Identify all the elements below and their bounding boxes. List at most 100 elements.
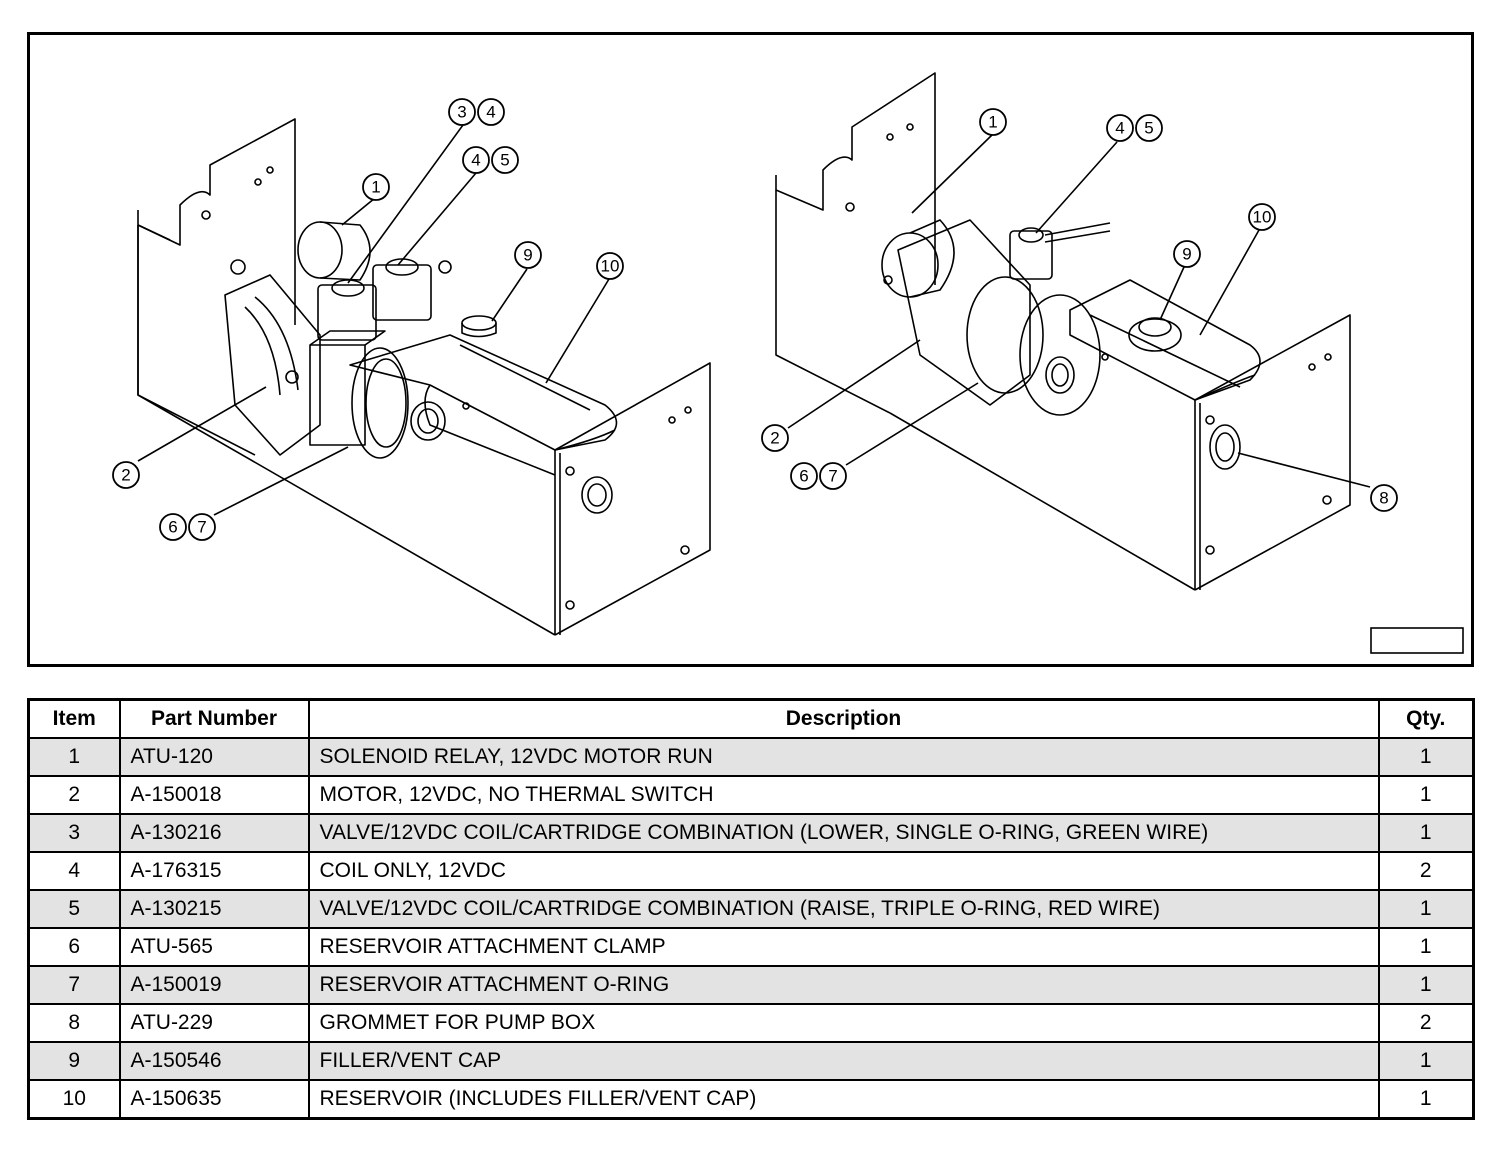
left-coil-a [317, 284, 377, 341]
exploded-diagram: 1 3 4 4 5 9 10 2 6 7 1 4 5 10 9 2 6 7 8 [112, 72, 1464, 654]
cell-item: 1 [27, 737, 121, 777]
cell-qty: 1 [1377, 889, 1475, 929]
cell-qty: 1 [1377, 1079, 1475, 1120]
callout-left-9: 9 [514, 241, 542, 269]
svg-text:5: 5 [1144, 119, 1153, 138]
cell-qty: 1 [1377, 965, 1475, 1005]
cell-item: 6 [27, 927, 121, 967]
svg-text:7: 7 [828, 467, 837, 486]
cell-description: GROMMET FOR PUMP BOX [307, 1003, 1380, 1043]
cell-description: FILLER/VENT CAP [307, 1041, 1380, 1081]
callout-right-8: 8 [1370, 484, 1398, 512]
cell-qty: 1 [1377, 775, 1475, 815]
callout-right-2: 2 [761, 424, 789, 452]
callout-right-5: 5 [1135, 114, 1163, 142]
cell-part-number: A-130215 [118, 889, 310, 929]
left-coil-b [372, 264, 432, 321]
cell-description: MOTOR, 12VDC, NO THERMAL SWITCH [307, 775, 1380, 815]
svg-text:5: 5 [500, 151, 509, 170]
cell-part-number: A-130216 [118, 813, 310, 853]
callout-left-4a: 4 [477, 98, 505, 126]
svg-text:6: 6 [799, 467, 808, 486]
cell-description: SOLENOID RELAY, 12VDC MOTOR RUN [307, 737, 1380, 777]
right-pump-assembly [775, 72, 1351, 591]
cell-part-number: A-150546 [118, 1041, 310, 1081]
cell-description: RESERVOIR ATTACHMENT O-RING [307, 965, 1380, 1005]
svg-text:4: 4 [471, 151, 480, 170]
left-end-plate [554, 362, 711, 636]
cell-part-number: ATU-565 [118, 927, 310, 967]
right-view-callouts: 1 4 5 10 9 2 6 7 8 [761, 108, 1398, 512]
svg-text:9: 9 [1182, 245, 1191, 264]
left-pump-box [137, 225, 556, 636]
left-valve-block [309, 344, 366, 446]
header-part-number: Part Number [118, 698, 310, 739]
right-pump-box [775, 190, 891, 414]
right-back-plate [775, 72, 936, 285]
header-description: Description [307, 698, 1380, 739]
cell-part-number: ATU-229 [118, 1003, 310, 1043]
cell-qty: 1 [1377, 737, 1475, 777]
cell-description: VALVE/12VDC COIL/CARTRIDGE COMBINATION (… [307, 889, 1380, 929]
cell-part-number: A-176315 [118, 851, 310, 891]
callout-left-4b: 4 [462, 146, 490, 174]
right-coil [1009, 230, 1053, 280]
header-qty: Qty. [1377, 698, 1475, 739]
right-reservoir [1069, 279, 1261, 401]
cell-description: VALVE/12VDC COIL/CARTRIDGE COMBINATION (… [307, 813, 1380, 853]
right-filler-cap [1128, 318, 1182, 352]
cell-qty: 1 [1377, 1041, 1475, 1081]
cell-item: 8 [27, 1003, 121, 1043]
callout-right-10: 10 [1248, 203, 1276, 231]
callout-left-5: 5 [491, 146, 519, 174]
cell-part-number: A-150018 [118, 775, 310, 815]
callout-left-10: 10 [596, 252, 624, 280]
callout-right-4: 4 [1106, 114, 1134, 142]
cell-item: 7 [27, 965, 121, 1005]
left-pump-assembly [137, 118, 711, 636]
header-item: Item [27, 698, 121, 739]
cell-qty: 2 [1377, 851, 1475, 891]
svg-text:1: 1 [988, 113, 997, 132]
svg-text:9: 9 [523, 246, 532, 265]
svg-text:8: 8 [1379, 489, 1388, 508]
cell-description: COIL ONLY, 12VDC [307, 851, 1380, 891]
figure-id-box [1370, 627, 1464, 654]
cell-description: RESERVOIR (INCLUDES FILLER/VENT CAP) [307, 1079, 1380, 1120]
svg-text:4: 4 [486, 103, 495, 122]
table-header-row: Item Part Number Description Qty. [27, 698, 1475, 739]
callout-left-6: 6 [159, 513, 187, 541]
left-filler-cap [461, 315, 497, 331]
cell-item: 4 [27, 851, 121, 891]
svg-text:4: 4 [1115, 119, 1124, 138]
right-end-plate [1194, 314, 1351, 591]
right-relay [881, 232, 939, 298]
cell-part-number: A-150635 [118, 1079, 310, 1120]
callout-left-2: 2 [112, 461, 140, 489]
callout-left-1: 1 [362, 173, 390, 201]
cell-part-number: ATU-120 [118, 737, 310, 777]
leader-lines [137, 124, 1371, 516]
callout-left-3: 3 [448, 98, 476, 126]
left-relay [297, 221, 343, 279]
svg-text:3: 3 [457, 103, 466, 122]
cell-description: RESERVOIR ATTACHMENT CLAMP [307, 927, 1380, 967]
svg-text:2: 2 [121, 466, 130, 485]
cell-item: 9 [27, 1041, 121, 1081]
cell-item: 10 [27, 1079, 121, 1120]
exploded-diagram-frame: 1 3 4 4 5 9 10 2 6 7 1 4 5 10 9 2 6 7 8 [27, 32, 1474, 667]
cell-item: 3 [27, 813, 121, 853]
callout-left-7: 7 [188, 513, 216, 541]
callout-right-7: 7 [819, 462, 847, 490]
svg-text:1: 1 [371, 178, 380, 197]
svg-text:7: 7 [197, 518, 206, 537]
